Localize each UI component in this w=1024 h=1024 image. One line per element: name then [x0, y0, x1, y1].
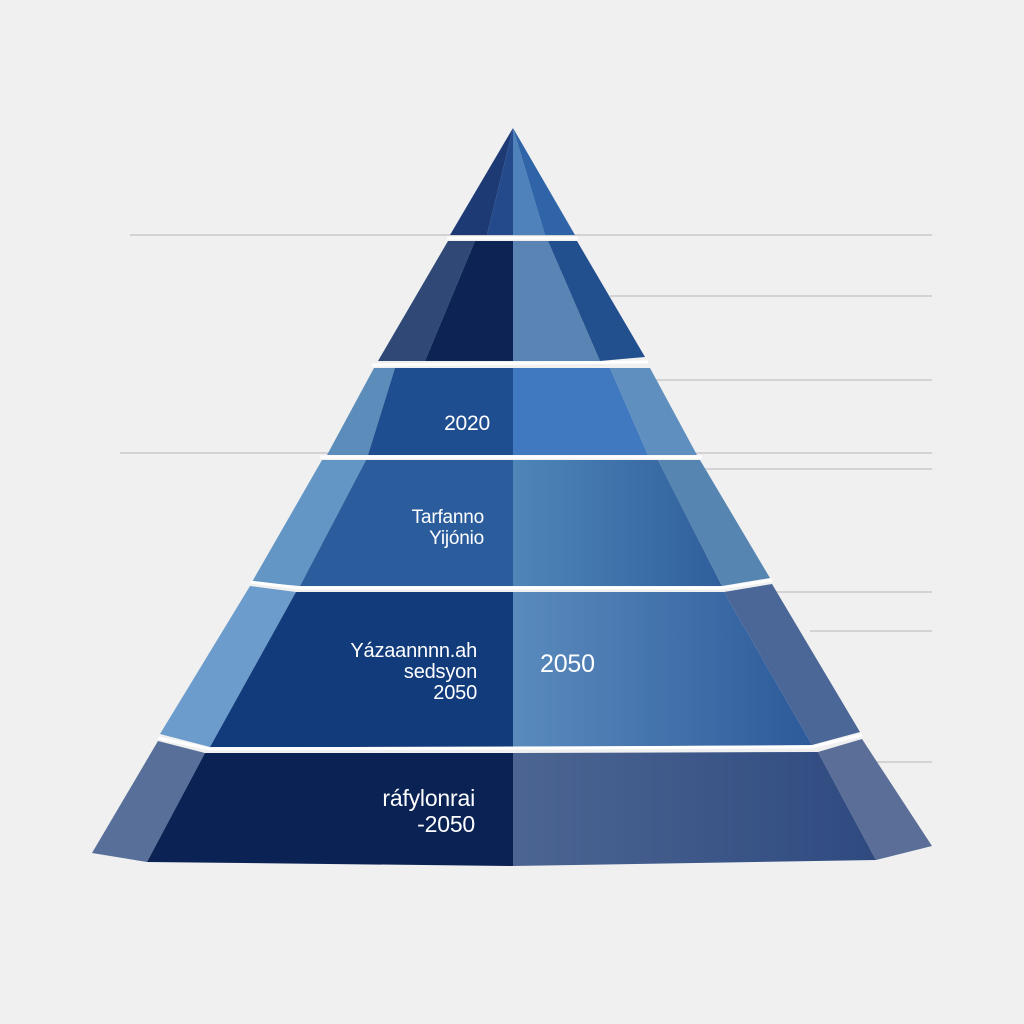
base-line-1: ráfylonrai — [382, 785, 475, 811]
pyramid-layer-base — [92, 739, 932, 866]
tier-5-line-1: Yázaannnn.ah — [350, 640, 477, 662]
pyramid-layer-2 — [378, 241, 645, 361]
layer-separator — [371, 360, 649, 367]
layer-separator — [249, 580, 301, 590]
tier-4-line-2: Yijónio — [429, 527, 484, 549]
layer-separator — [157, 736, 211, 751]
layer-separator — [209, 745, 813, 751]
base-label: ráfylonrai -2050 — [320, 785, 475, 838]
pyramid-layer-apex — [450, 128, 575, 235]
tier-5-label: Yázaannnn.ah sedsyon 2050 — [300, 640, 477, 705]
tier-5-right-value: 2050 — [540, 650, 595, 678]
tier-3-label: 2020 — [400, 412, 490, 436]
base-line-2: -2050 — [417, 810, 475, 837]
pyramid-layer-3 — [327, 368, 697, 455]
layer-separator — [721, 578, 773, 590]
tier-5-line-3: 2050 — [433, 682, 477, 705]
tier-4-label: Tarfanno Yijónio — [360, 507, 485, 549]
tier-5-right-label: 2050 — [540, 651, 630, 678]
tier-3-year: 2020 — [444, 412, 490, 435]
tier-5-line-2: sedsyon — [403, 661, 477, 684]
tier-4-line-1: Tarfanno — [411, 507, 485, 528]
layer-separator — [811, 733, 863, 749]
pyramid-layer-4 — [252, 460, 770, 586]
pyramid-layer-5 — [160, 584, 860, 747]
